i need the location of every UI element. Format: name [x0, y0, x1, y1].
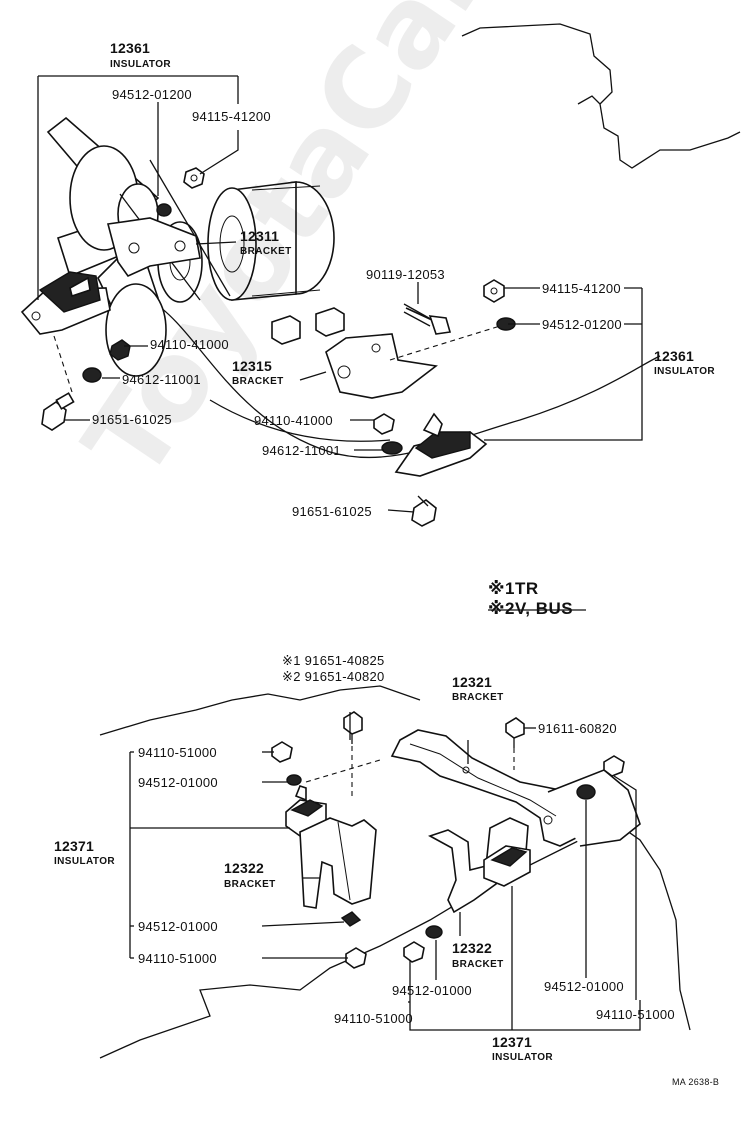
insulator-12371-right — [483, 845, 531, 887]
bracket-12322-right-name: BRACKET — [452, 959, 504, 970]
bracket-12322-left-number: 12322 — [224, 860, 264, 876]
bracket-12322-left — [299, 817, 377, 909]
label-bolt-91651-40820: ※2 91651-40820 — [282, 669, 385, 684]
insulator-12361-left — [20, 271, 111, 335]
nut-94110-41000-left — [109, 339, 131, 361]
label-94110-51000-a: 94110-51000 — [138, 745, 217, 760]
bracket-12311 — [106, 217, 201, 278]
label-91651-61025-a: 91651-61025 — [92, 412, 172, 427]
washer-94512-01000-c — [425, 925, 443, 939]
washer-94512-01000-a — [286, 774, 302, 786]
bracket-12322-left-name: BRACKET — [224, 879, 276, 890]
washer-94512-01000-b — [340, 911, 362, 927]
nut-94115-41200-left — [183, 167, 205, 189]
bracket-12315-number: 12315 — [232, 358, 272, 374]
bolt-90119-12053 — [403, 303, 452, 335]
insulator-12371-bottom-name: INSULATOR — [492, 1052, 554, 1063]
label-94612-11001-b: 94612-11001 — [262, 443, 341, 458]
bracket-12321-number: 12321 — [452, 674, 492, 690]
bracket-12311-name: BRACKET — [240, 246, 292, 257]
bracket-12311-number: 12311 — [240, 228, 280, 244]
washer-94512-01000-d — [576, 784, 596, 800]
washer-94512-01200-left — [156, 203, 172, 217]
label-91611-60820: 91611-60820 — [538, 721, 617, 736]
nut-94110-51000-c — [403, 941, 425, 963]
insulator-12371-left-number: 12371 — [54, 838, 94, 854]
bracket-12315-name: BRACKET — [232, 376, 284, 387]
bolt-91651-40825 — [343, 711, 363, 744]
label-94512-01200-a: 94512-01200 — [112, 87, 192, 102]
label-94512-01200-b: 94512-01200 — [542, 317, 622, 332]
label-94110-51000-b: 94110-51000 — [138, 951, 217, 966]
bolt-91611-60820 — [505, 717, 525, 748]
insulator-12361-right — [394, 412, 488, 477]
nut-94110-51000-b — [345, 947, 367, 969]
bolt-91651-61025-right — [411, 495, 437, 527]
bracket-12321-name: BRACKET — [452, 692, 504, 703]
nut-94110-51000-a — [271, 741, 293, 763]
insulator-12361-left-number: 12361 — [110, 40, 150, 56]
bolt-91651-61025-left — [41, 392, 75, 431]
insulator-12371-left-name: INSULATOR — [54, 856, 116, 867]
bracket-12322-right — [428, 817, 529, 914]
bracket-12315 — [325, 333, 438, 399]
label-94512-01000-c: 94512-01000 — [392, 983, 472, 998]
nut-94115-41200-right — [483, 279, 505, 303]
nut-94110-51000-d — [603, 755, 625, 777]
label-94512-01000-b: 94512-01000 — [138, 919, 218, 934]
label-94115-41200-a: 94115-41200 — [192, 109, 271, 124]
insulator-12361-right-number: 12361 — [654, 348, 694, 364]
note-1tr: ※1TR — [488, 579, 539, 598]
label-94110-41000-b: 94110-41000 — [254, 413, 333, 428]
label-94115-41200-b: 94115-41200 — [542, 281, 621, 296]
label-bolt-91651-40825: ※1 91651-40825 — [282, 653, 385, 668]
label-94110-41000-a: 94110-41000 — [150, 337, 229, 352]
label-94512-01000-d: 94512-01000 — [544, 979, 624, 994]
note-2v-bus: ※2V, BUS — [488, 599, 574, 618]
drawing-code: MA 2638-B — [672, 1077, 720, 1087]
label-94110-51000-c: 94110-51000 — [334, 1011, 413, 1026]
label-90119-12053: 90119-12053 — [366, 267, 445, 282]
nut-94110-41000-right — [373, 413, 395, 435]
label-91651-61025-b: 91651-61025 — [292, 504, 372, 519]
washer-94612-11001-left — [82, 367, 102, 383]
bracket-12322-right-number: 12322 — [452, 940, 492, 956]
insulator-12371-bottom-number: 12371 — [492, 1034, 532, 1050]
label-94512-01000-a: 94512-01000 — [138, 775, 218, 790]
washer-94612-11001-right — [381, 441, 403, 455]
label-94110-51000-d: 94110-51000 — [596, 1007, 675, 1022]
insulator-12361-left-name: INSULATOR — [110, 59, 172, 70]
engine-block-outline — [461, 23, 741, 169]
frame-outline — [99, 685, 421, 736]
insulator-12361-right-name: INSULATOR — [654, 366, 716, 377]
label-94612-11001-a: 94612-11001 — [122, 372, 201, 387]
